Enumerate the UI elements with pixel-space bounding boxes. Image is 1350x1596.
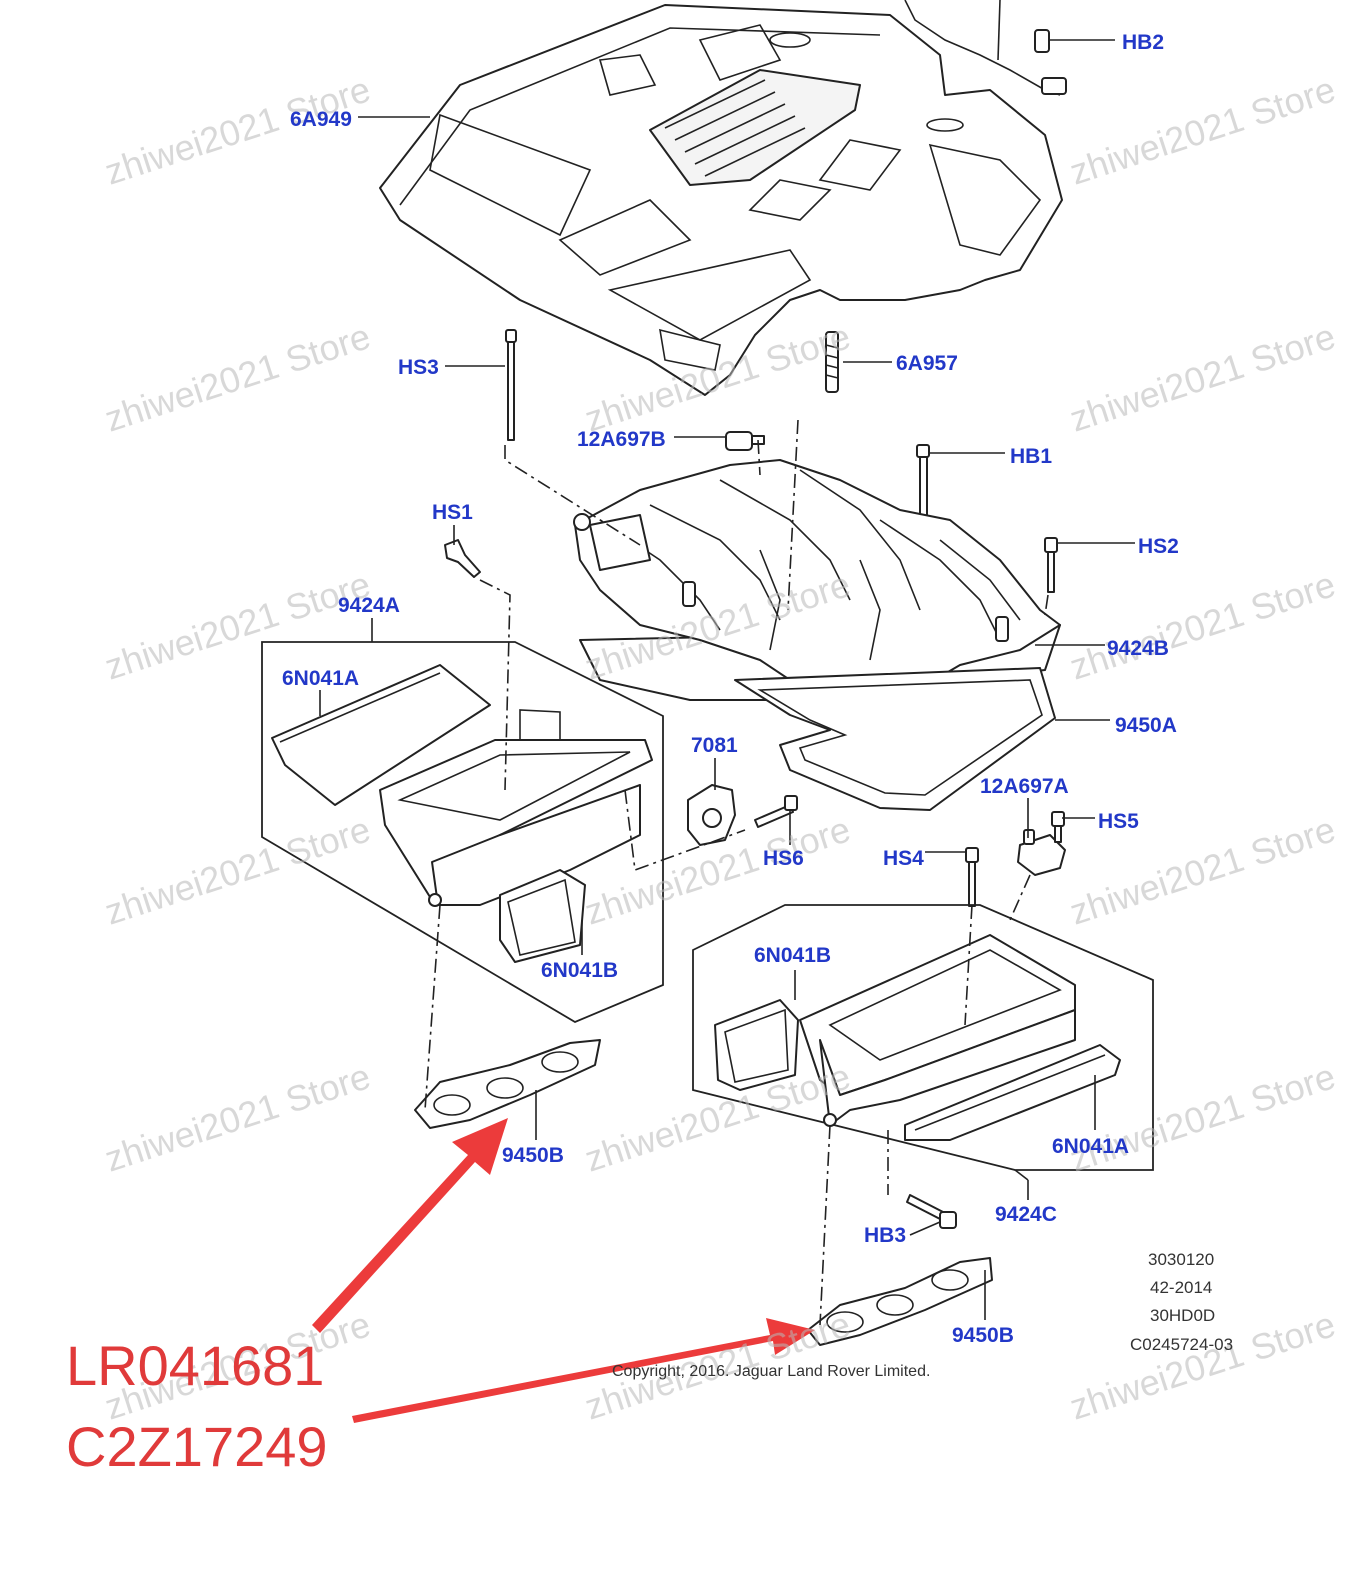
watermark: zhiwei2021 Store (100, 808, 375, 932)
left-lower-manifold-illustration (271, 664, 653, 963)
9450a-gasket-illustration (734, 667, 1056, 811)
callout-9424C: 9424C (995, 1203, 1057, 1226)
callout-labels: 6A949 HB2 HS3 6A957 12A697B HB1 HS1 HS2 … (282, 31, 1179, 1347)
reference-code: 42-2014 (1150, 1278, 1212, 1297)
callout-9424B: 9424B (1107, 637, 1169, 660)
reference-code: 3030120 (1148, 1250, 1214, 1269)
callout-HS3: HS3 (398, 356, 439, 379)
callout-HB1: HB1 (1010, 445, 1052, 468)
hb3-bolt-illustration (906, 1194, 957, 1229)
red-arrows (312, 1118, 815, 1423)
leader-lines (319, 39, 1135, 1320)
hs1-bolt-illustration (444, 539, 481, 578)
engine-cover-illustration (379, 4, 1063, 396)
callout-7081: 7081 (691, 734, 738, 757)
reference-code: C0245724-03 (1130, 1335, 1233, 1354)
hs3-bolt-illustration (505, 329, 517, 441)
watermark: zhiwei2021 Store (100, 1055, 375, 1179)
watermark: zhiwei2021 Store (1065, 563, 1340, 687)
callout-12A697B: 12A697B (577, 428, 666, 451)
9424a-group-box (261, 641, 664, 1024)
hs5-bolt-illustration (1051, 811, 1065, 843)
callout-9450A: 9450A (1115, 714, 1177, 737)
callout-HS2: HS2 (1138, 535, 1179, 558)
left-9450b-gasket-illustration (414, 1039, 601, 1129)
part-number-primary: LR041681 (66, 1334, 324, 1397)
reference-block: 3030120 42-2014 30HD0D C0245724-03 (1130, 1250, 1233, 1354)
callout-6N041A-right: 6N041A (1052, 1135, 1129, 1158)
callout-12A697A: 12A697A (980, 775, 1069, 798)
callout-9450B-right: 9450B (952, 1324, 1014, 1347)
callout-6N041B-right: 6N041B (754, 944, 831, 967)
callout-HB3: HB3 (864, 1224, 906, 1247)
reference-code: 30HD0D (1150, 1306, 1215, 1325)
callout-9450B-left: 9450B (502, 1144, 564, 1167)
hs6-bolt-illustration (754, 795, 798, 828)
right-9450b-gasket-illustration (807, 1257, 993, 1346)
7081-bracket-illustration (687, 784, 736, 846)
callout-HS4: HS4 (883, 847, 924, 870)
callout-9424A: 9424A (338, 594, 400, 617)
6a957-stud-illustration (825, 331, 839, 393)
watermark: zhiwei2021 Store (1065, 68, 1340, 192)
callout-6N041A-left: 6N041A (282, 667, 359, 690)
alignment-lines (424, 419, 1049, 1326)
watermark: zhiwei2021 Store (1065, 315, 1340, 439)
arrow-to-left-gasket (312, 1118, 508, 1333)
9424c-group-box (692, 904, 1154, 1171)
right-lower-manifold-illustration (714, 934, 1121, 1141)
callout-HS6: HS6 (763, 847, 804, 870)
copyright-notice: Copyright, 2016. Jaguar Land Rover Limit… (612, 1363, 930, 1380)
callout-HS1: HS1 (432, 501, 473, 524)
hs2-bolt-illustration (1044, 537, 1058, 593)
callout-HS5: HS5 (1098, 810, 1139, 833)
part-number-secondary: C2Z17249 (66, 1415, 328, 1478)
12a697a-sensor-illustration (1017, 829, 1066, 876)
wiring-harness-illustration (904, 0, 1067, 96)
hs4-bolt-illustration (965, 847, 979, 907)
watermark: zhiwei2021 Store (100, 315, 375, 439)
callout-HB2: HB2 (1122, 31, 1164, 54)
callout-6N041B-left: 6N041B (541, 959, 618, 982)
callout-6A949: 6A949 (290, 108, 352, 131)
callout-6A957: 6A957 (896, 352, 958, 375)
upper-intake-manifold-illustration (573, 459, 1061, 701)
arrow-to-right-gasket (352, 1318, 815, 1423)
